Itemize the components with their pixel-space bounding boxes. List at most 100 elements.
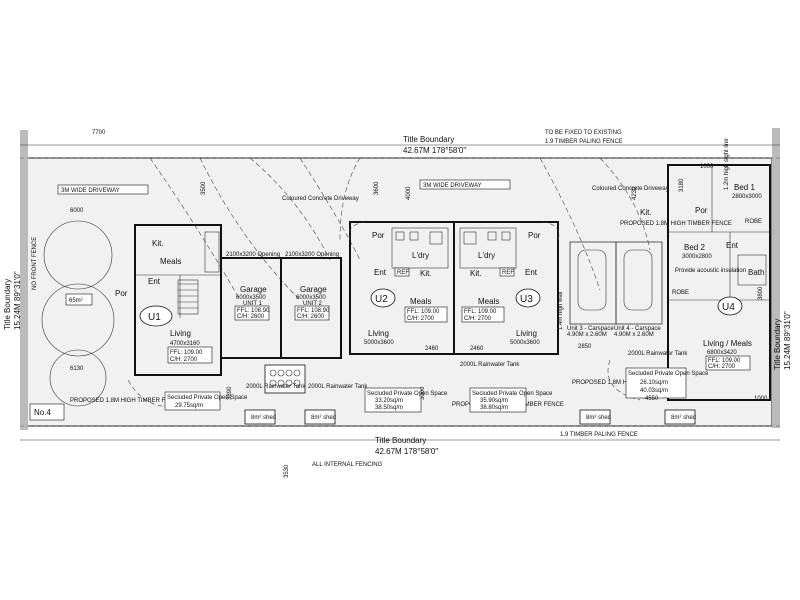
u4-label: U4 [722, 302, 735, 313]
dim-1000-b: 1000 [754, 396, 768, 402]
dim-2460-a: 2460 [425, 346, 439, 352]
u2-living: Living [368, 329, 389, 338]
u3-shed: 8m² shed [586, 415, 611, 421]
garage-2 [280, 257, 342, 359]
u4-ffl: FFL: 109.00 [708, 358, 741, 364]
dim-4000: 4000 [406, 186, 412, 200]
u1-lawn-area: 65m² [69, 298, 83, 304]
u4-living: Living / Meals [703, 339, 752, 348]
u3-kit: Kit. [470, 269, 482, 278]
garage-tank-1: 2000L Rainwater Tank [246, 384, 306, 390]
fence-note-top: TO BE FIXED TO EXISTING [545, 130, 622, 136]
u4-ch: C/H: 2700 [708, 364, 736, 370]
driveway-label-right: 3M WIDE DRIVEWAY [423, 183, 482, 189]
u3-meals: Meals [478, 297, 499, 306]
u1-kit: Kit. [152, 239, 164, 248]
u1-label: U1 [148, 312, 161, 323]
dim-3180: 3180 [679, 178, 685, 192]
garage-1-label: Garage [240, 285, 267, 294]
u1-living: Living [170, 329, 191, 338]
u3-pos-area1: 35.90sq/m [480, 398, 508, 404]
top-boundary-dims: 42.67M 178°58'0" [403, 146, 466, 155]
u2-ldry: L'dry [412, 251, 429, 260]
u4-pos: Secluded Private Open Space [628, 371, 709, 377]
carport-4-dims: 4.90M x 2.60M [614, 332, 654, 338]
bottom-boundary-dims: 42.67M 178°58'0" [375, 447, 438, 456]
garage-opening-1: 2100x3200 Opening [226, 252, 280, 258]
dim-4230: 4230 [632, 186, 638, 200]
u1-pos: Secluded Private Open Space [167, 395, 248, 401]
dim-1000: 1000 [700, 164, 714, 170]
u4-kit: Kit. [640, 208, 652, 217]
internal-fencing-note: ALL INTERNAL FENCING [312, 462, 383, 468]
u3-ch: C/H: 2700 [464, 316, 492, 322]
dim-3500: 3500 [201, 181, 207, 195]
u3-living-dims: 5000x3600 [510, 340, 540, 346]
carport-4 [615, 241, 663, 325]
u4-robe: ROBE [745, 219, 762, 225]
u2-meals: Meals [410, 297, 431, 306]
bottom-boundary-title: Title Boundary [375, 436, 426, 445]
u1-fence-note: PROPOSED 1.8M HIGH TIMBER FENCE [70, 398, 182, 404]
dim-2850: 2850 [578, 344, 592, 350]
u4-living-dims: 6800x3420 [707, 350, 737, 356]
u2-tank: 2000L Rainwater Tank [460, 362, 520, 368]
u4-por: Por [695, 206, 708, 215]
u1-por: Por [115, 289, 128, 298]
u1-pos-area: 29.75sq/m [175, 403, 203, 409]
dim-2460-b: 2460 [470, 346, 484, 352]
garage-shed-1: 8m² shed [251, 415, 276, 421]
no-front-fence-note: NO FRONT FENCE [32, 237, 38, 290]
fence-note-top2: 1.9 TIMBER PALING FENCE [545, 139, 623, 145]
u2-por: Por [372, 231, 385, 240]
u3-ldry: L'dry [478, 251, 495, 260]
u3-label: U3 [520, 294, 533, 305]
u4-bath: Bath [748, 268, 764, 277]
u2-ffl: FFL: 109.00 [407, 309, 440, 315]
unit-4 [667, 164, 771, 401]
u2-ch: C/H: 2700 [407, 316, 435, 322]
garage-2-unit: UNIT 2 [303, 301, 323, 307]
u3-ffl: FFL: 109.00 [464, 309, 497, 315]
garage-1-ffl: FFL: 108.90 [237, 308, 270, 314]
dim-3530: 3530 [284, 464, 290, 478]
u2-pos: Secluded Private Open Space [367, 391, 448, 397]
dim-6000: 6000 [70, 208, 84, 214]
u3-ent: Ent [525, 268, 538, 277]
dim-3600: 3600 [374, 181, 380, 195]
u2-ref: REF [397, 270, 409, 276]
u4-bed2-dims: 3000x2800 [682, 254, 712, 260]
garage-1-ch: C/H: 2600 [237, 314, 265, 320]
dim-3800: 3800 [758, 286, 764, 300]
u4-tank: 2000L Rainwater Tank [628, 351, 688, 357]
u2-kit: Kit. [420, 269, 432, 278]
garage-2-ffl: FFL: 108.90 [297, 308, 330, 314]
u4-shed: 8m² shed [671, 415, 696, 421]
carport-3-label: Unit 3 - Carspace [567, 326, 614, 332]
garage-2-ch: C/H: 2600 [297, 314, 325, 320]
dim-7700: 7700 [92, 130, 106, 136]
dim-3890: 3890 [227, 386, 233, 400]
u4-bed1: Bed 1 [734, 183, 755, 192]
u2-label: U2 [375, 294, 388, 305]
u2-living-dims: 5000x3600 [364, 340, 394, 346]
carport-4-label: Unit 4 - Carspace [614, 326, 661, 332]
garage-2-label: Garage [300, 285, 327, 294]
garage-1-unit: UNIT 1 [243, 301, 263, 307]
u3-living: Living [516, 329, 537, 338]
u3-por: Por [528, 231, 541, 240]
unit-3 [453, 221, 559, 355]
fence-note-bottom: 1.9 TIMBER PALING FENCE [560, 432, 638, 438]
garage-tank-2: 2000L Rainwater Tank [308, 384, 368, 390]
driveway-label-left: 3M WIDE DRIVEWAY [61, 188, 120, 194]
u2-pos-area2: 38.50sq/m [375, 405, 403, 411]
left-boundary-dims: 15.24M 89°31'0" [13, 271, 22, 330]
concrete-driveway-left: Coloured Concrete Driveway [282, 196, 359, 202]
u3-wall-note: 1.4m high wall [558, 292, 564, 330]
u2-pos-area1: 33.20sq/m [375, 398, 403, 404]
top-boundary-title: Title Boundary [403, 135, 454, 144]
garage-shed-2: 8m² shed [311, 415, 336, 421]
right-boundary-title: Title Boundary [773, 319, 782, 370]
left-boundary-title: Title Boundary [3, 279, 12, 330]
u4-pos-area2: 40.03sq/m [640, 388, 668, 394]
